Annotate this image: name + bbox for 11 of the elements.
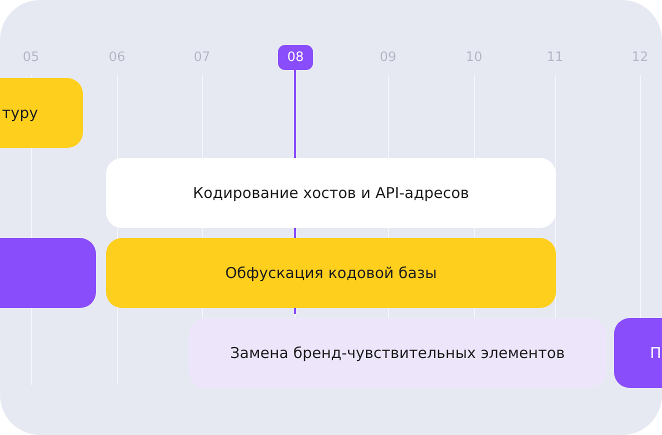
task-label: Кодирование хостов и API-адресов <box>192 184 470 202</box>
task-label: П <box>650 344 662 362</box>
task-label: туру <box>2 104 38 122</box>
task-bar <box>106 238 556 308</box>
current-time-marker: 08 <box>278 45 313 70</box>
task-bar <box>106 158 556 228</box>
task-bar <box>614 318 662 388</box>
task-label: Обфускация кодовой базы <box>225 264 437 282</box>
task-bar <box>0 78 83 148</box>
task-label: Замена бренд-чувствительных элементов <box>230 344 565 362</box>
task-bar <box>0 238 96 308</box>
